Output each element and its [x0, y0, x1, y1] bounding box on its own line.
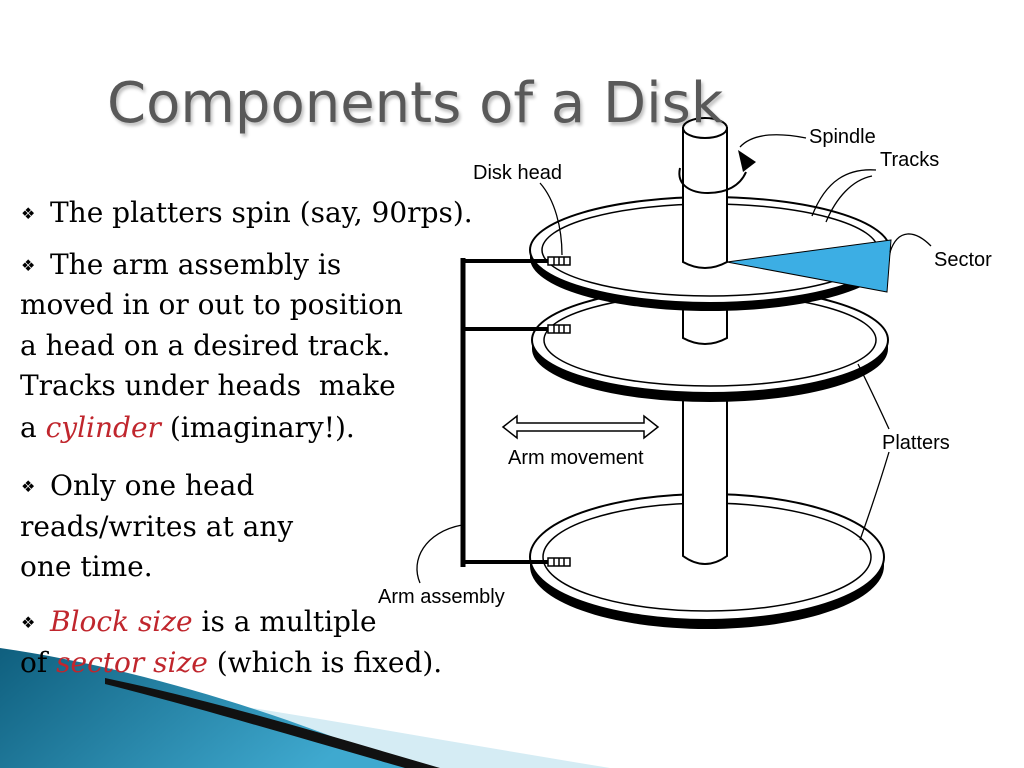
leader-line-platters-1 — [857, 363, 890, 430]
label-disk-head: Disk head — [473, 162, 562, 184]
rotation-arrow-icon — [678, 150, 756, 195]
label-tracks: Tracks — [880, 149, 939, 171]
label-arm-movement: Arm movement — [508, 447, 644, 469]
bullet-text: is a multiple — [192, 605, 377, 638]
platter-middle-rim — [532, 340, 888, 402]
arm-assembly — [460, 256, 571, 567]
bullet-text: (imaginary!). — [160, 411, 355, 444]
platter-top-track — [541, 203, 879, 297]
disk-head-middle — [547, 324, 571, 334]
platter-bottom — [529, 493, 885, 629]
bullet-text: (which is fixed). — [207, 646, 443, 679]
bullet-text: reads/writes at any — [20, 510, 294, 543]
disk-head-bottom — [547, 557, 571, 567]
label-arm-assembly: Arm assembly — [378, 586, 505, 608]
bullet-4-line-1: ❖ Block size is a multiple — [21, 601, 377, 643]
bullet-text: a — [20, 411, 46, 444]
leader-line-sector — [889, 233, 932, 253]
platter-bottom-rim — [530, 557, 884, 629]
bullet-3-line-3: one time. — [20, 546, 153, 587]
bullet-3-line-2: reads/writes at any — [20, 506, 293, 547]
bullet-2-line-2: moved in or out to position — [20, 284, 403, 325]
platter-top-surface — [529, 196, 891, 304]
label-spindle: Spindle — [809, 126, 876, 148]
bullet-text: The platters spin (say, 90rps). — [50, 196, 473, 229]
bullet-text: Only one head — [50, 469, 255, 502]
platter-top — [529, 196, 891, 311]
diamond-bullet-icon: ❖ — [21, 477, 36, 496]
bullet-2-line-1: ❖ The arm assembly is — [21, 244, 341, 286]
emphasis-term-cylinder: cylinder — [45, 411, 161, 444]
spindle-lower — [682, 379, 728, 565]
bullet-text: a head on a desired track. — [20, 329, 391, 362]
bullet-text: moved in or out to position — [20, 288, 403, 321]
sector-wedge — [726, 239, 892, 293]
disk-head-top — [547, 256, 571, 266]
platter-middle-track — [543, 293, 877, 387]
bullet-2-line-3: a head on a desired track. — [20, 325, 391, 366]
diamond-bullet-icon: ❖ — [21, 204, 36, 223]
diamond-bullet-icon: ❖ — [21, 613, 36, 632]
platter-middle-surface — [531, 286, 889, 394]
bullet-text: Tracks under heads make — [20, 369, 396, 402]
leader-line-disk-head — [539, 182, 563, 256]
decoration-black-stripe — [105, 678, 440, 768]
platter-top-rim — [530, 250, 890, 311]
bullet-text: one time. — [20, 550, 153, 583]
leader-line-tracks-1 — [811, 169, 877, 217]
slide-title: Components of a Disk — [107, 71, 724, 136]
bullet-text: of — [20, 646, 57, 679]
bullet-3-line-1: ❖ Only one head — [21, 465, 254, 507]
bullet-1-line-1: ❖ The platters spin (say, 90rps). — [21, 192, 473, 234]
bullet-text: The arm assembly is — [50, 248, 342, 281]
bullet-2-line-4: Tracks under heads make — [20, 365, 396, 406]
double-arrow-icon — [501, 414, 660, 440]
spindle-middle — [682, 289, 728, 345]
leader-line-spindle — [739, 134, 807, 148]
decoration-light-band — [120, 688, 610, 768]
rotation-arrow-head — [738, 150, 756, 172]
leader-line-arm-assembly — [416, 524, 463, 584]
leader-line-tracks-2 — [825, 175, 873, 223]
emphasis-term-block-size: Block size — [50, 605, 193, 638]
label-sector: Sector — [934, 249, 992, 271]
label-platters: Platters — [882, 432, 950, 454]
leader-line-platters-2 — [859, 451, 890, 541]
emphasis-term-sector-size: sector size — [56, 646, 208, 679]
platter-bottom-track — [542, 502, 872, 612]
bullet-4-line-2: of sector size (which is fixed). — [20, 642, 442, 683]
rotation-arrow-curve — [678, 167, 747, 195]
diamond-bullet-icon: ❖ — [21, 256, 36, 275]
platter-middle — [531, 286, 889, 402]
bullet-2-line-5: a cylinder (imaginary!). — [20, 407, 355, 448]
spindle-upper — [682, 127, 728, 269]
platter-bottom-surface — [529, 493, 885, 621]
